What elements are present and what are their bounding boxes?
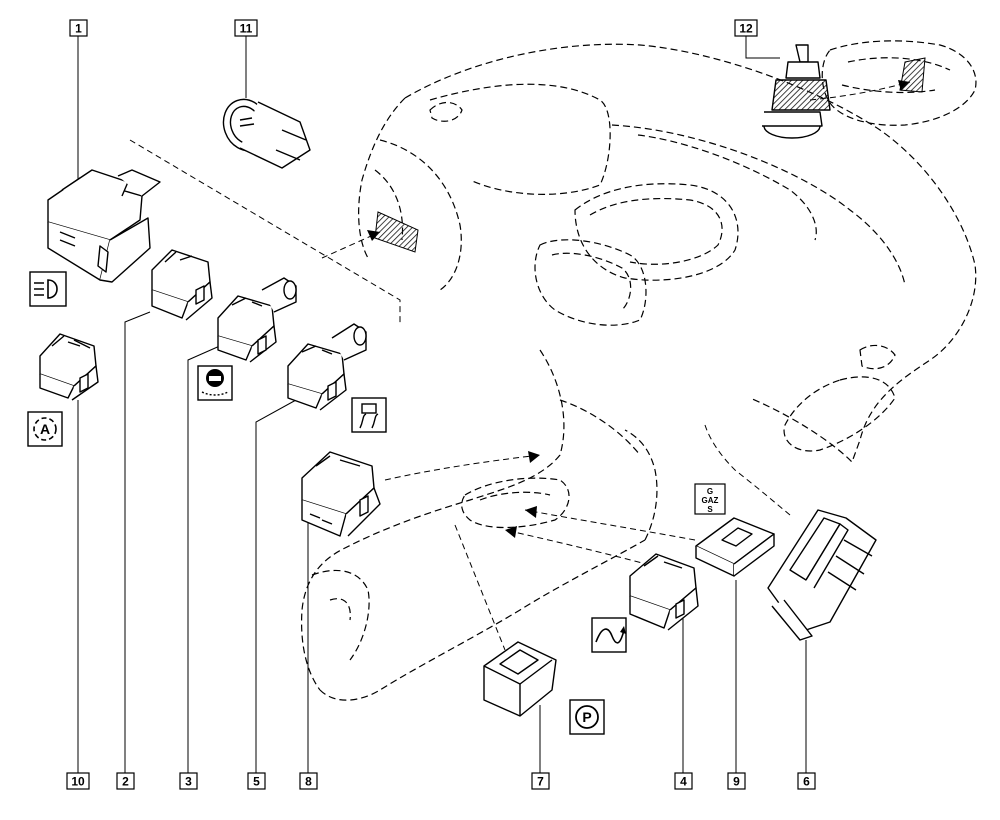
start-button-part [222, 98, 311, 169]
headlight-symbol [29, 271, 67, 307]
callout-leaders [77, 36, 807, 773]
parking-brake-part [483, 641, 557, 717]
lever-switch-part [762, 44, 831, 139]
gaz-line-1: G [707, 487, 713, 496]
parking-symbol: P [569, 699, 605, 735]
callout-9: 9 [727, 772, 746, 790]
callout-5-label: 5 [253, 775, 260, 789]
callout-2-label: 2 [122, 775, 129, 789]
hatched-area-left [374, 211, 419, 253]
callout-12-label: 12 [739, 22, 753, 36]
switch-3-part [217, 277, 297, 363]
callout-8: 8 [299, 772, 318, 790]
switch-5-part [287, 323, 367, 411]
callout-9-label: 9 [733, 775, 740, 789]
switch-2-part [151, 249, 213, 321]
hill-assist-symbol [197, 365, 233, 401]
dashboard-outline [358, 40, 977, 464]
callout-4-label: 4 [680, 775, 687, 789]
gaz-module-part [695, 517, 775, 577]
callout-10: 10 [66, 772, 90, 790]
callout-11-label: 11 [240, 22, 253, 36]
callout-7-label: 7 [537, 775, 544, 789]
callout-5: 5 [247, 772, 266, 790]
callout-2: 2 [116, 772, 135, 790]
gaz-symbol: G GAZ S [694, 483, 726, 515]
callout-4: 4 [674, 772, 693, 790]
switch-10-part [39, 333, 99, 401]
callout-1: 1 [69, 19, 88, 37]
callout-8-label: 8 [305, 775, 312, 789]
auto-symbol: A [27, 411, 63, 447]
wave-symbol [591, 617, 627, 653]
auto-symbol-letter: A [40, 421, 50, 437]
gaz-line-3: S [707, 505, 713, 514]
callout-11: 11 [234, 19, 258, 37]
callout-3: 3 [179, 772, 198, 790]
callout-12: 12 [734, 19, 758, 37]
light-switch-part [47, 169, 161, 283]
callout-6-label: 6 [803, 775, 810, 789]
callout-7: 7 [531, 772, 550, 790]
callout-10-label: 10 [71, 775, 85, 789]
parking-symbol-letter: P [582, 709, 591, 725]
card-reader-part [767, 509, 877, 641]
callout-1-label: 1 [75, 22, 82, 36]
esp-off-symbol [351, 397, 387, 433]
arrows [367, 80, 910, 538]
center-console-outline [301, 349, 658, 701]
callout-6: 6 [797, 772, 816, 790]
switch-8-part [301, 451, 381, 537]
callout-3-label: 3 [185, 775, 192, 789]
gaz-line-2: GAZ [702, 496, 719, 505]
switch-4-part [629, 553, 699, 631]
hatched-area-right [899, 57, 926, 93]
